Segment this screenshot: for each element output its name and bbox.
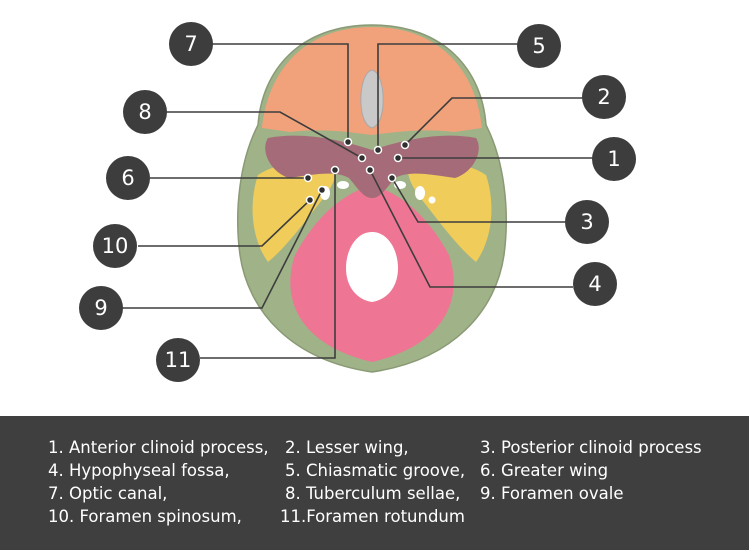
marker-label-6: 6 (121, 166, 134, 190)
marker-label-3: 3 (580, 210, 593, 234)
foramen-ovale-right (415, 186, 425, 200)
pointer-dot-4 (367, 167, 374, 174)
legend-item-1: 1. Anterior clinoid process, (48, 438, 269, 458)
legend-panel: 1. Anterior clinoid process, 2. Lesser w… (0, 416, 749, 550)
pointer-dot-3 (389, 175, 396, 182)
foramen-magnum (346, 232, 398, 302)
foramen-lacerum-left (337, 181, 349, 189)
legend-item-2: 2. Lesser wing, (285, 438, 409, 458)
skull-base-diagram: 7 5 8 2 1 6 3 10 4 9 11 (0, 0, 749, 416)
legend-item-11: 11.Foramen rotundum (280, 507, 465, 527)
marker-label-11: 11 (165, 348, 192, 372)
pointer-dot-9 (319, 187, 326, 194)
marker-label-8: 8 (138, 100, 151, 124)
foramen-spinosum-right (429, 197, 436, 204)
pointer-dot-1 (395, 155, 402, 162)
marker-label-2: 2 (597, 85, 610, 109)
crista-galli (361, 70, 383, 128)
legend-item-3: 3. Posterior clinoid process (480, 438, 702, 458)
legend-item-5: 5. Chiasmatic groove, (285, 461, 465, 481)
marker-label-1: 1 (607, 147, 620, 171)
marker-label-9: 9 (94, 296, 107, 320)
pointer-dot-8 (359, 155, 366, 162)
marker-label-5: 5 (532, 34, 545, 58)
pointer-dot-7 (345, 139, 352, 146)
marker-label-7: 7 (184, 32, 197, 56)
pointer-dot-11 (332, 167, 339, 174)
pointer-dot-2 (402, 142, 409, 149)
legend-item-10: 10. Foramen spinosum, (48, 507, 242, 527)
marker-label-10: 10 (102, 234, 129, 258)
legend-item-4: 4. Hypophyseal fossa, (48, 461, 230, 481)
legend-item-6: 6. Greater wing (480, 461, 608, 481)
pointer-dot-5 (375, 147, 382, 154)
legend-item-9: 9. Foramen ovale (480, 484, 624, 504)
pointer-dot-10 (307, 197, 314, 204)
legend-item-7: 7. Optic canal, (48, 484, 167, 504)
legend-item-8: 8. Tuberculum sellae, (285, 484, 460, 504)
marker-label-4: 4 (588, 272, 601, 296)
pointer-dot-6 (305, 175, 312, 182)
